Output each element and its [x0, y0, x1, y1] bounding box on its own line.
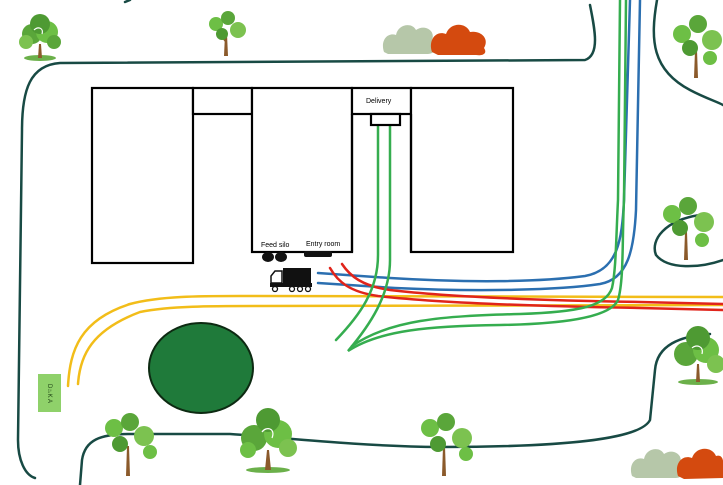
bush-icon — [382, 24, 486, 56]
tree-icon — [674, 326, 723, 385]
blue-route-2 — [316, 0, 642, 292]
feed-silo-label: Feed silo — [261, 242, 290, 249]
delivery-dock — [369, 112, 402, 127]
truck-icon — [270, 268, 312, 293]
tree-icon — [421, 413, 473, 476]
barn-1 — [90, 86, 195, 265]
green-route-3 — [350, 0, 622, 348]
road-right-upper — [652, 0, 723, 107]
connector-corridor — [191, 86, 254, 116]
feed-silo-icon — [262, 252, 287, 262]
routes — [66, 0, 723, 388]
buildings — [90, 86, 515, 265]
barn-3 — [409, 86, 515, 254]
green-route-1 — [334, 124, 380, 342]
tree-icon — [663, 197, 714, 260]
tree-icon — [19, 14, 61, 61]
blue-route-1 — [316, 0, 632, 283]
entry-room-marker — [304, 251, 332, 257]
tree-icon — [240, 408, 297, 473]
yellow-route-2 — [76, 303, 723, 386]
yellow-route-1 — [66, 294, 723, 388]
barn-2 — [250, 86, 354, 254]
red-route-1 — [328, 266, 723, 312]
tree-icon — [105, 413, 157, 476]
pond — [148, 322, 254, 414]
road-outer-loop — [16, 0, 597, 480]
site-sign-text: D♨K A — [46, 383, 52, 403]
tree-icon — [209, 11, 246, 56]
green-route-2 — [347, 0, 628, 353]
delivery-label: Delivery — [366, 98, 392, 105]
site-sign: D♨K A — [38, 374, 61, 412]
tree-icon — [673, 15, 722, 78]
entry-room-label: Entry room — [306, 241, 341, 248]
bush-icon — [630, 448, 723, 479]
red-route-2 — [340, 262, 723, 306]
